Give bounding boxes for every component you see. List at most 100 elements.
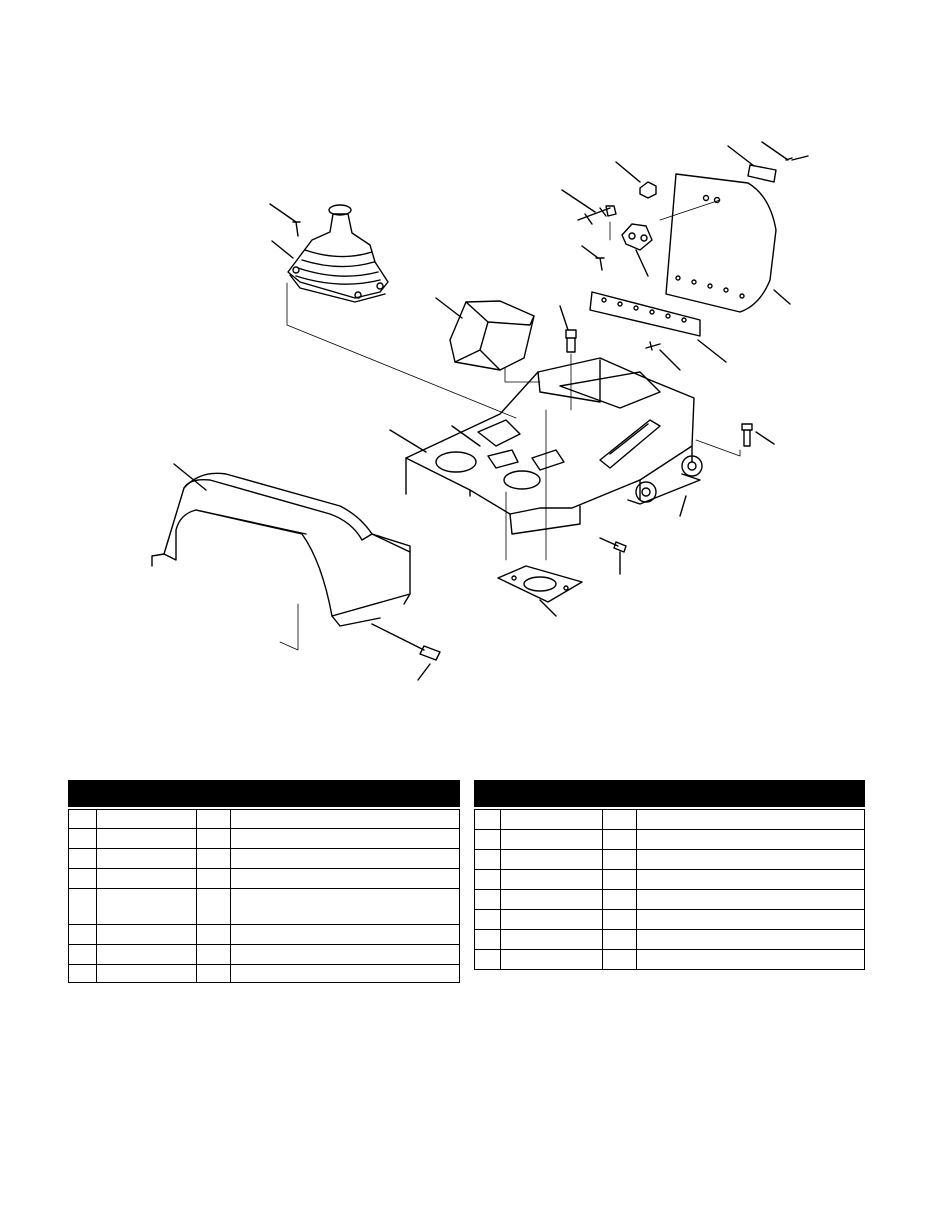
exploded-parts-diagram <box>151 141 809 681</box>
table-cell <box>474 809 501 830</box>
callout-line <box>561 189 596 213</box>
bolt-part <box>599 537 627 553</box>
table-row <box>474 909 865 930</box>
callout-line <box>659 349 681 371</box>
console-base-part <box>405 357 703 535</box>
table-header-row <box>474 780 865 807</box>
table-cell <box>96 828 197 849</box>
callout-line <box>559 305 569 331</box>
table-cell <box>68 888 97 925</box>
table-row <box>474 809 865 830</box>
table-header-row <box>68 780 460 807</box>
table-row <box>474 889 865 910</box>
table-row <box>474 869 865 890</box>
table-body <box>474 809 865 970</box>
table-cell <box>500 929 603 950</box>
table-row <box>68 964 460 983</box>
table-cell <box>196 848 231 869</box>
table-cell <box>500 869 603 890</box>
bracket-part <box>747 164 777 183</box>
table-cell <box>230 944 460 965</box>
table-cell <box>196 944 231 965</box>
cup-holder-tray-part <box>449 300 535 371</box>
table-cell <box>230 868 460 889</box>
seat-pan-part <box>665 173 777 313</box>
table-cell <box>96 964 197 983</box>
table-cell <box>474 949 501 970</box>
assembly-line <box>505 409 547 561</box>
table-cell <box>636 949 865 970</box>
table-cell <box>196 809 231 829</box>
callout-line <box>773 289 791 305</box>
table-cell <box>500 909 603 930</box>
table-cell <box>474 869 501 890</box>
table-row <box>68 888 460 925</box>
table-cell <box>230 924 460 945</box>
table-cell <box>602 929 637 950</box>
table-cell <box>602 889 637 910</box>
table-cell <box>96 809 197 829</box>
table-cell <box>636 929 865 950</box>
callout-line <box>615 161 641 183</box>
callout-line <box>635 249 649 277</box>
callout-line <box>755 431 775 445</box>
table-cell <box>230 964 460 983</box>
table-row <box>68 924 460 945</box>
callout-line <box>539 599 557 617</box>
table-cell <box>230 848 460 869</box>
table-cell <box>500 949 603 970</box>
screw-icon <box>595 257 605 271</box>
table-cell <box>500 849 603 870</box>
table-cell <box>474 849 501 870</box>
table-cell <box>602 869 637 890</box>
table-cell <box>602 909 637 930</box>
callout-line <box>581 245 599 259</box>
bolt-part <box>565 329 577 353</box>
pin-part <box>577 205 617 225</box>
table-cell <box>68 924 97 945</box>
table-row <box>68 944 460 965</box>
table-cell <box>636 809 865 830</box>
assembly-line <box>609 199 721 241</box>
table-cell <box>602 949 637 970</box>
table-cell <box>636 829 865 850</box>
floor-plate-part <box>497 565 583 603</box>
table-row <box>68 828 460 849</box>
table-cell <box>68 828 97 849</box>
callout-line <box>697 339 727 363</box>
table-cell <box>602 829 637 850</box>
callout-line <box>417 663 431 681</box>
table-cell <box>500 829 603 850</box>
table-cell <box>230 828 460 849</box>
table-cell <box>602 849 637 870</box>
table-header <box>68 780 460 807</box>
table-cell <box>602 809 637 830</box>
table-cell <box>474 909 501 930</box>
table-row <box>474 849 865 870</box>
callout-line <box>269 203 297 259</box>
bolt-part <box>741 423 753 447</box>
table-cell <box>196 888 231 925</box>
fender-cover-part <box>151 472 411 627</box>
table-cell <box>68 944 97 965</box>
table-cell <box>196 924 231 945</box>
table-row <box>474 929 865 950</box>
table-cell <box>196 868 231 889</box>
table-cell <box>636 889 865 910</box>
table-cell <box>636 869 865 890</box>
table-body <box>68 809 460 983</box>
assembly-line <box>286 282 517 419</box>
table-cell <box>96 924 197 945</box>
table-cell <box>68 809 97 829</box>
table-row <box>68 848 460 869</box>
table-cell <box>636 909 865 930</box>
table-row <box>68 809 460 829</box>
assembly-line <box>279 603 299 651</box>
table-cell <box>96 868 197 889</box>
callout-line <box>435 297 463 319</box>
table-cell <box>230 888 460 925</box>
table-cell <box>474 829 501 850</box>
parts-table-left <box>68 780 460 983</box>
table-cell <box>474 929 501 950</box>
table-cell <box>196 828 231 849</box>
